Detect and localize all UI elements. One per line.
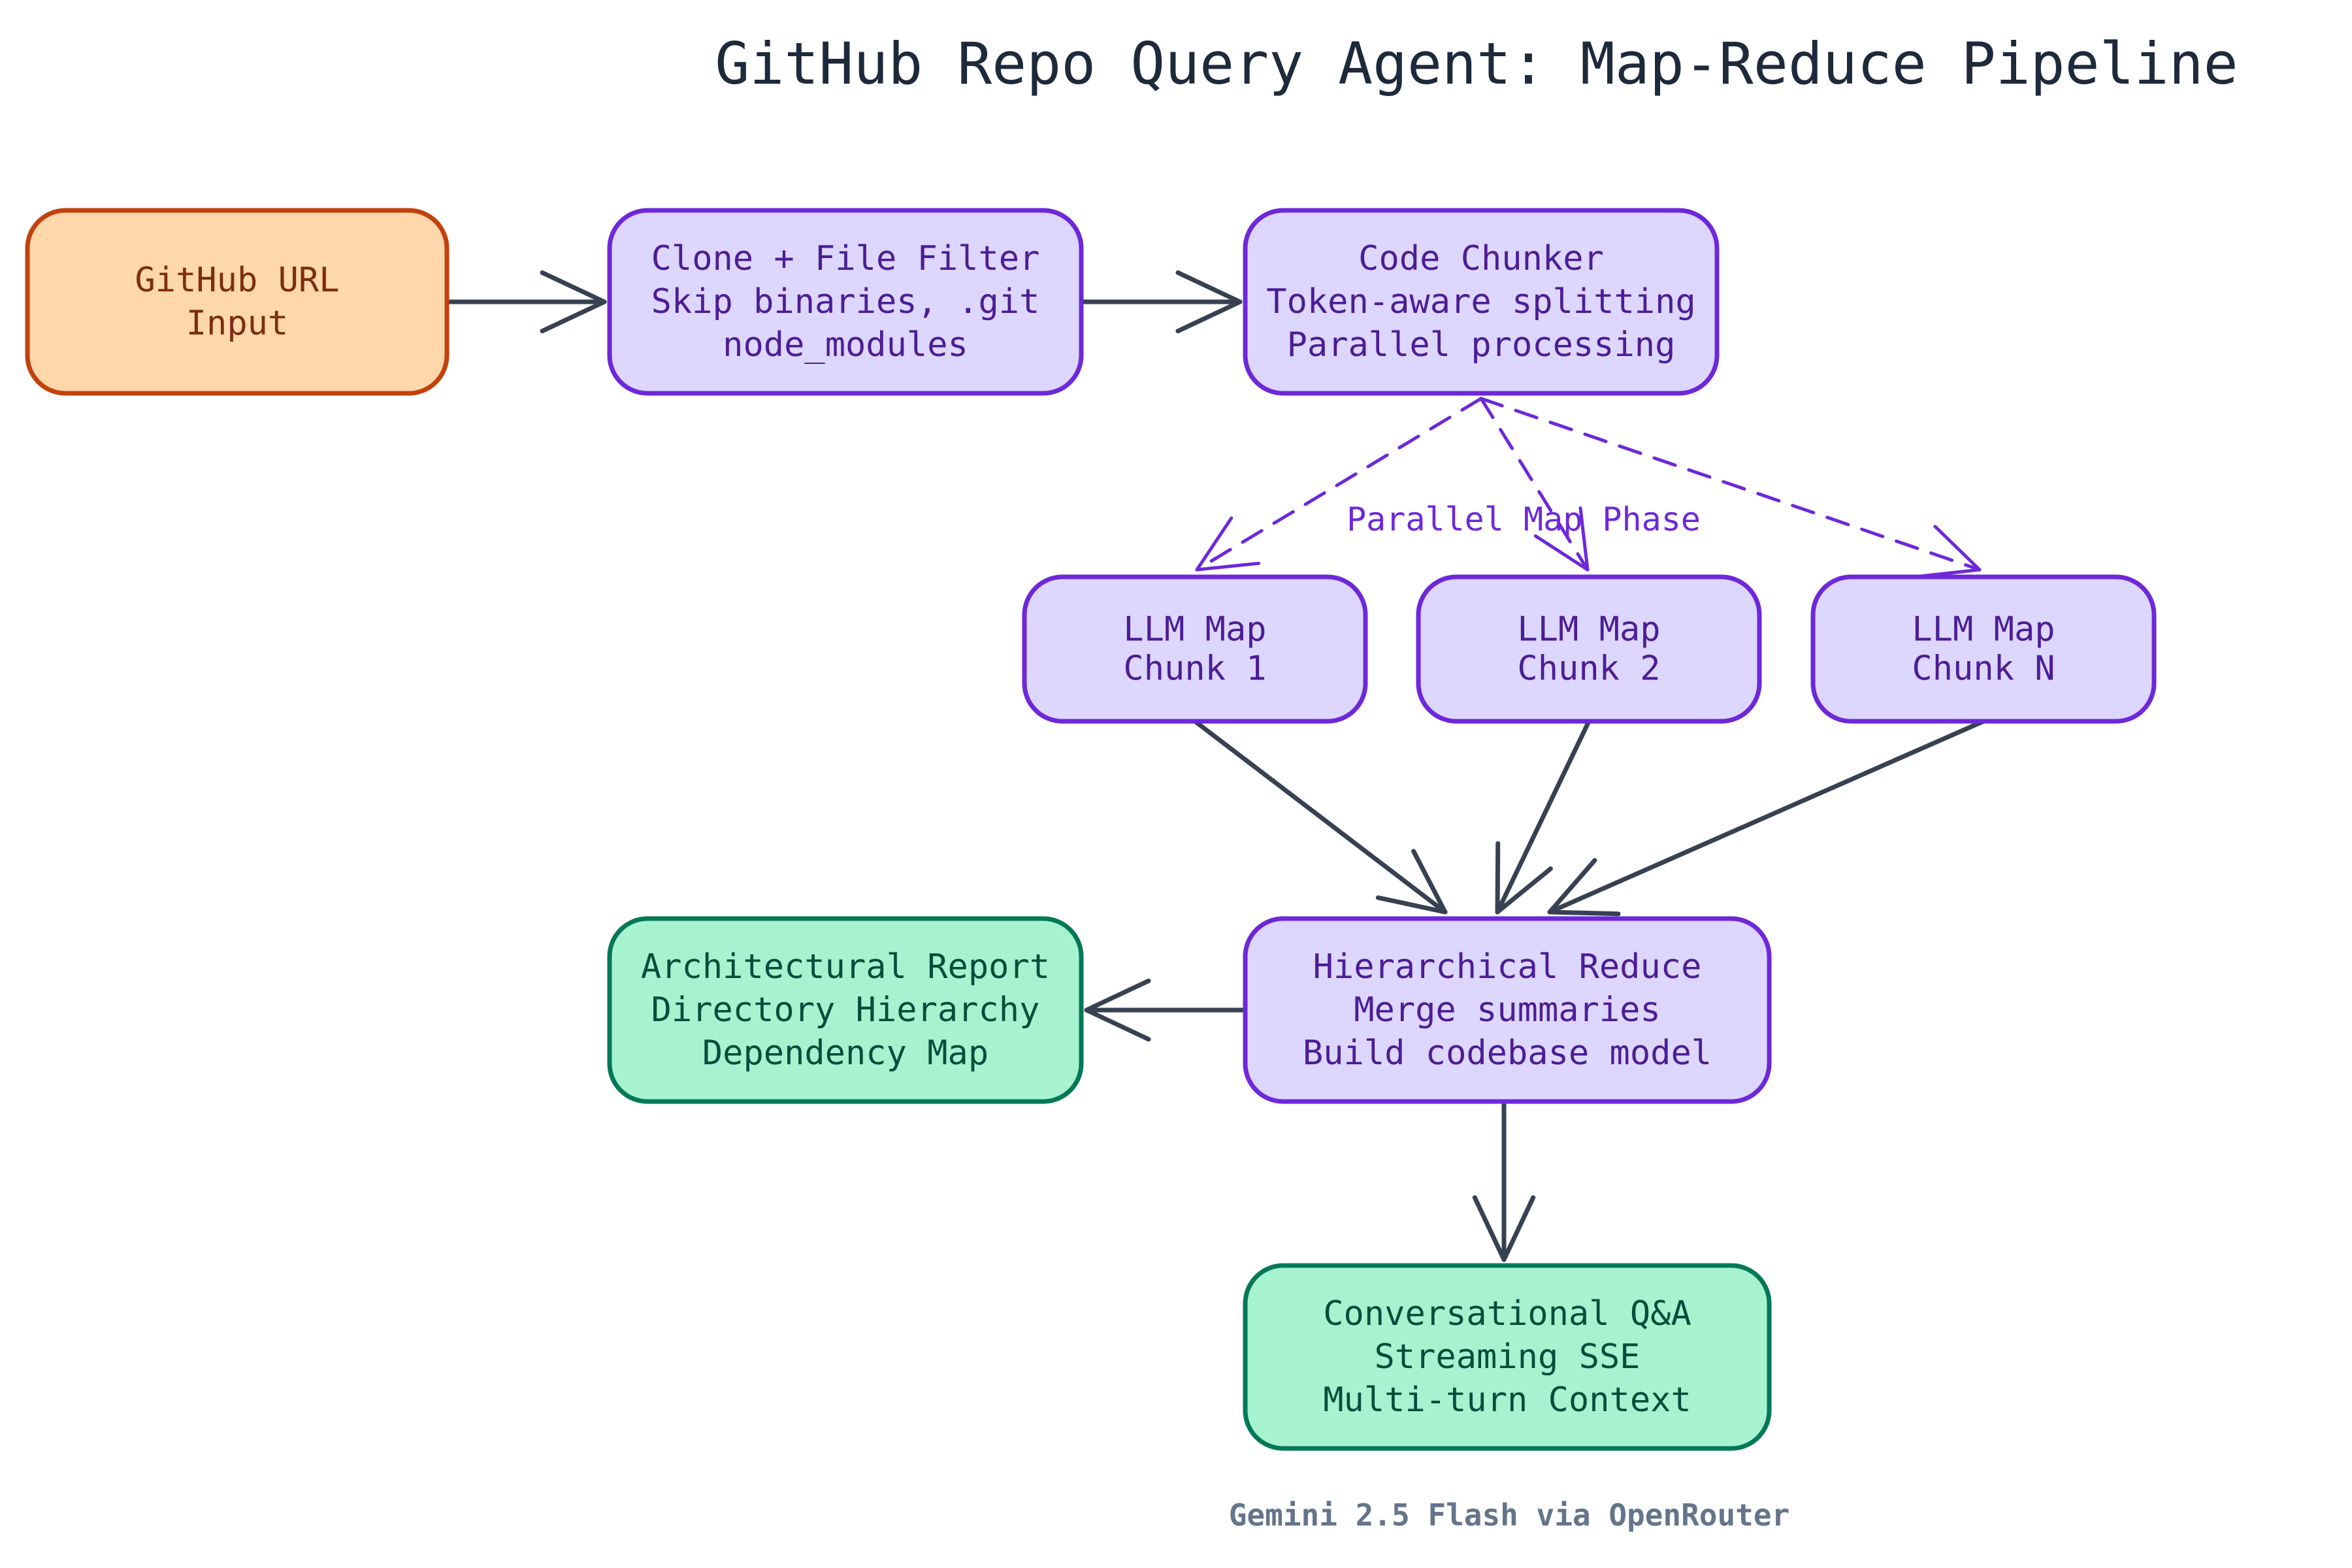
node-label-line: Hierarchical Reduce [1313,947,1702,987]
node-box [607,208,1084,396]
node-box [607,916,1084,1104]
arrowhead [1547,858,1621,917]
footer-caption: Gemini 2.5 Flash via OpenRouter [1229,1497,1790,1533]
node-label-line: Conversational Q&A [1323,1294,1691,1333]
node-label-line: LLM Map [1912,610,2055,649]
node-box [1810,574,2157,724]
node-label-line: Chunk 1 [1123,649,1266,689]
arrowhead [1472,1195,1536,1262]
edge-line [1195,397,1483,572]
node-label-line: Directory Hierarchy [651,990,1040,1030]
edge-github-url-to-clone-filter [444,270,607,334]
edge-label-parallel-map-phase: Parallel Map Phase [1347,500,1701,538]
edge-line [1479,397,1590,572]
edge-code-chunker-to-llm-map-n [1479,397,1982,578]
node-label-line: Merge summaries [1354,990,1661,1030]
node-label-line: LLM Map [1123,610,1266,649]
node-box [1243,208,1720,396]
edge-labels-layer: Parallel Map Phase [1347,500,1701,538]
node-label-line: Build codebase model [1303,1034,1712,1073]
diagram-title: GitHub Repo Query Agent: Map-Reduce Pipe… [715,30,2238,97]
node-label-line: Multi-turn Context [1323,1380,1691,1420]
arrowhead [1175,270,1243,334]
arrowhead [1533,506,1590,572]
node-box [1243,1263,1772,1451]
node-box [1022,574,1368,724]
arrowhead [1084,978,1151,1042]
node-box [1416,574,1762,724]
node-label-line: Clone + File Filter [651,239,1040,278]
edge-code-chunker-to-llm-map-1 [1195,397,1483,572]
edge-hierarchical-reduce-to-architectural-report [1084,978,1248,1042]
node-label-line: GitHub URL [135,261,339,300]
arrowhead [1375,849,1448,915]
node-label-line: Dependency Map [702,1034,988,1073]
edge-llm-map-2-to-hierarchical-reduce [1495,719,1592,915]
arrowhead [1495,841,1553,915]
node-label-line: Code Chunker [1358,239,1604,278]
edge-llm-map-1-to-hierarchical-reduce [1192,719,1448,915]
node-box [1243,916,1772,1104]
node-label-line: Streaming SSE [1375,1337,1641,1377]
edge-line [1495,719,1592,915]
node-conversational-qa: Conversational Q&A Streaming SSEMulti-tur… [1243,1263,1772,1451]
edge-llm-map-n-to-hierarchical-reduce [1547,719,1986,917]
edges-layer [444,270,1986,1262]
arrowhead [1916,525,1982,578]
node-label-line: Chunk 2 [1517,649,1660,689]
arrowhead [540,270,607,334]
edge-line [1479,397,1982,572]
arrowhead [1195,516,1261,572]
node-label-line: Token-aware splitting [1266,282,1695,321]
node-label-line: Input [186,304,289,343]
node-label-line: Parallel processing [1287,325,1676,365]
edge-line [1192,719,1448,915]
edge-code-chunker-to-llm-map-2 [1479,397,1590,572]
node-label-line: Chunk N [1912,649,2055,689]
edge-line [1547,719,1986,915]
node-label-line: LLM Map [1517,610,1660,649]
node-box [25,208,449,396]
edge-hierarchical-reduce-to-conversational-qa [1472,1099,1536,1262]
node-github-url: GitHub URL Input [25,208,449,396]
edge-clone-filter-to-code-chunker [1079,270,1243,334]
node-label-line: Skip binaries, .git [651,282,1040,321]
node-label-line: Architectural Report [641,947,1050,987]
node-label-line: node_modules [723,325,968,365]
